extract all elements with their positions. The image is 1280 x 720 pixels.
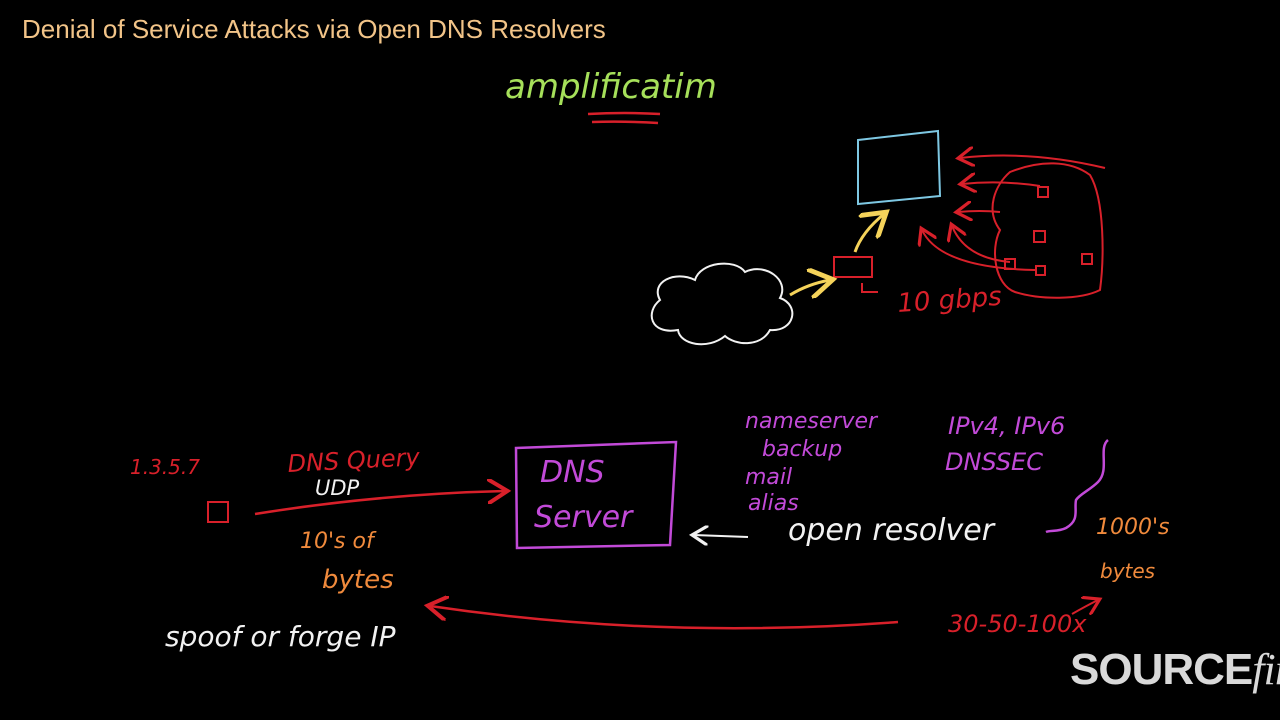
router-tick: [861, 283, 878, 293]
attack-arrow: [962, 182, 1041, 186]
router-to-server-arrow: [853, 214, 884, 253]
dns-query-label: DNS Query: [287, 443, 421, 478]
dns-server-box: [514, 440, 678, 550]
record-type-nameserver: nameserver: [745, 409, 879, 434]
small-size-label-line1: 10's of: [300, 529, 377, 554]
internet-cloud: [650, 262, 794, 346]
query-arrow: [254, 491, 505, 516]
record-type-mail: mail: [745, 465, 792, 490]
amplified-response-arrow: [430, 606, 899, 630]
small-size-label-line2: bytes: [322, 565, 394, 595]
bot-node: [1035, 265, 1046, 276]
amplification-underline-1: [587, 111, 661, 116]
spoofed-ip-label: 1.3.5.7: [130, 455, 200, 479]
dns-server-label-line2: Server: [534, 500, 634, 535]
logo-main: SOURCE: [1070, 645, 1253, 694]
bot-node: [1081, 253, 1093, 265]
botnet-outline: [991, 162, 1104, 299]
target-server-box: [857, 129, 942, 206]
amplification-underline-2: [591, 120, 659, 125]
amplification-heading: amplificatim: [505, 67, 717, 107]
record-type-backup: backup: [762, 437, 842, 462]
amplification-factor-label: 30-50-100x: [948, 610, 1087, 638]
large-size-label-line2: bytes: [1100, 559, 1155, 583]
sourcefire-logo: SOURCEfire®: [1070, 644, 1280, 695]
factor-pointer-arrow: [1071, 600, 1098, 614]
attack-arrow: [952, 226, 1011, 263]
page-title: Denial of Service Attacks via Open DNS R…: [22, 14, 606, 44]
ip-versions-label: IPv4, IPv6: [948, 412, 1065, 440]
udp-label: UDP: [315, 476, 360, 500]
dnssec-label: DNSSEC: [945, 448, 1043, 476]
internet-to-router-arrow: [789, 280, 830, 295]
record-brace: [1045, 439, 1109, 534]
dns-server-label-line1: DNS: [540, 455, 605, 490]
client-box: [207, 501, 229, 523]
open-resolver-label: open resolver: [788, 513, 996, 548]
attack-arrow: [922, 230, 1036, 271]
attack-arrow: [958, 211, 1001, 212]
bot-node: [1037, 186, 1049, 198]
large-size-label-line1: 1000's: [1096, 515, 1170, 540]
bandwidth-label: 10 gbps: [896, 282, 1002, 319]
spoof-label: spoof or forge IP: [165, 620, 396, 653]
logo-accent: fire: [1252, 645, 1280, 694]
bot-node: [1033, 230, 1046, 243]
open-resolver-arrow: [694, 535, 749, 537]
attack-arrow: [960, 156, 1106, 169]
router-box: [833, 256, 873, 278]
record-type-alias: alias: [748, 491, 799, 516]
